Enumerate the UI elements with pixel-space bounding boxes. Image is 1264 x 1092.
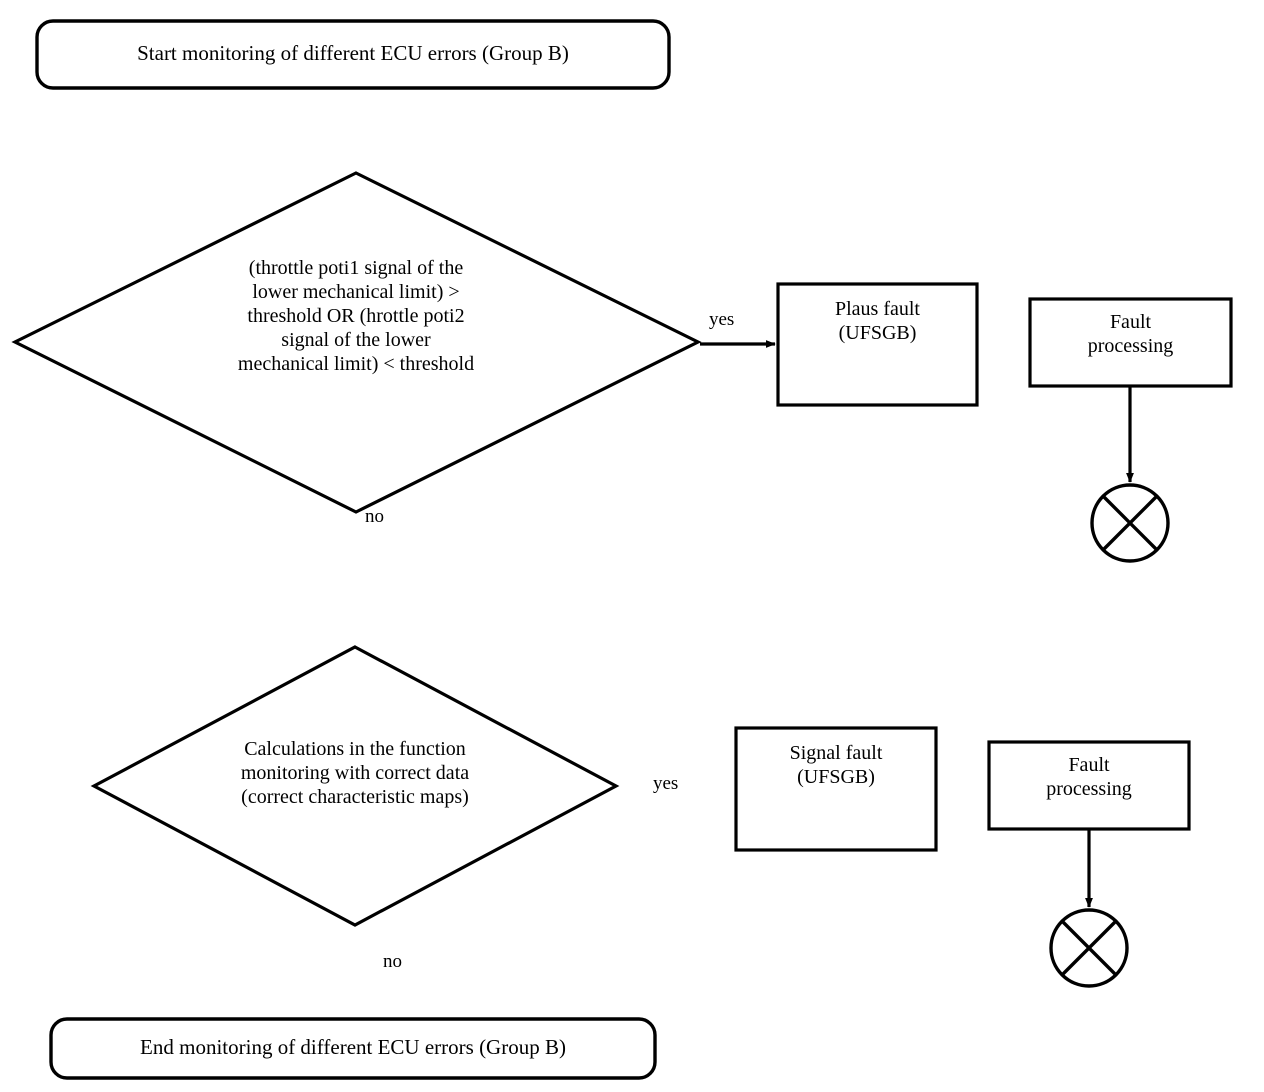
fault-processing-2-shape[interactable] [987,740,1191,831]
signal-fault-shape[interactable] [734,726,938,852]
terminator-1-shape[interactable] [1090,483,1170,563]
terminator-2-shape[interactable] [1049,908,1129,988]
plaus-fault-shape[interactable] [776,282,979,407]
decision-1-shape[interactable] [11,171,702,514]
end-node-shape[interactable] [49,1017,657,1080]
decision-2-shape[interactable] [90,645,620,927]
fault-processing-1-shape[interactable] [1028,297,1233,388]
start-node-shape[interactable] [35,19,671,90]
